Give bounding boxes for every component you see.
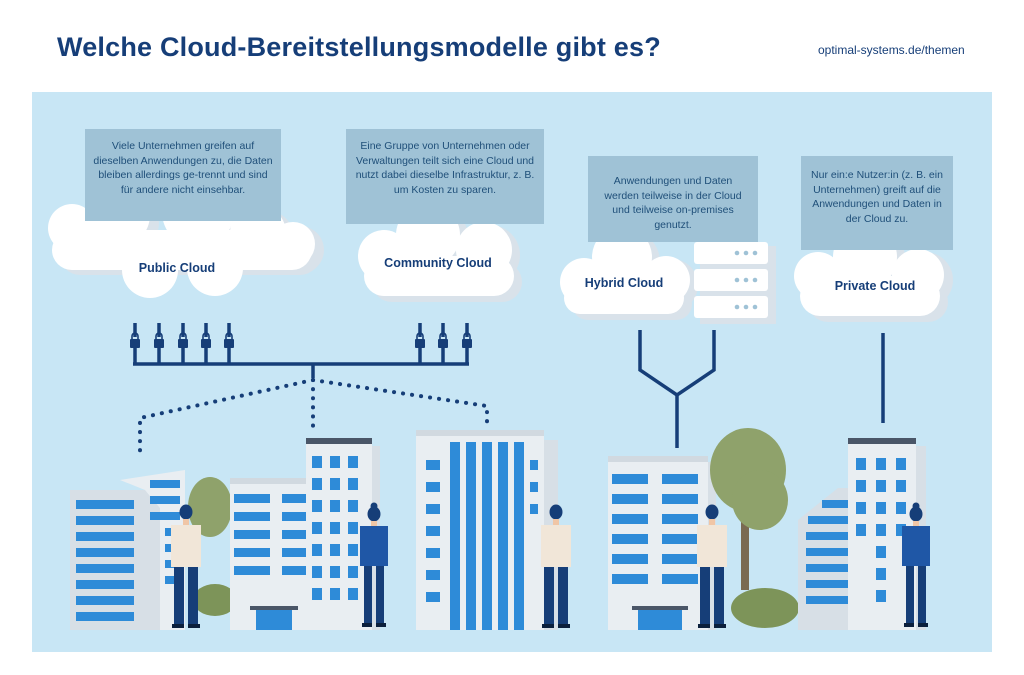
server-rack — [694, 242, 776, 324]
info-box-public-cloud: Viele Unternehmen greifen auf dieselben … — [85, 129, 281, 221]
network-lines — [133, 323, 885, 448]
source-url: optimal-systems.de/themen — [818, 43, 965, 57]
cloud-label-private: Private Cloud — [834, 279, 916, 293]
person-woman-1 — [360, 502, 388, 627]
dotted-connections — [138, 378, 489, 457]
cloud-label-public: Public Cloud — [138, 261, 216, 275]
building-center — [416, 430, 558, 630]
tree-right — [710, 428, 799, 628]
person-woman-2 — [902, 502, 930, 627]
person-man-1 — [171, 504, 201, 628]
cloud-label-community: Community Cloud — [384, 256, 492, 270]
page-title: Welche Cloud-Bereitstellungsmodelle gibt… — [57, 32, 661, 62]
info-box-community-cloud: Eine Gruppe von Unternehmen oder Verwalt… — [346, 129, 544, 224]
person-man-2 — [541, 504, 571, 628]
person-man-3 — [697, 504, 727, 628]
info-box-hybrid-cloud: Anwendungen und Daten werden teilweise i… — [588, 156, 758, 242]
hybrid-cloud-shape — [560, 227, 698, 320]
tree-left — [188, 477, 237, 616]
cloud-label-hybrid: Hybrid Cloud — [584, 276, 664, 290]
building-left-slanted — [70, 470, 185, 630]
info-box-private-cloud: Nur ein:e Nutzer:in (z. B. ein Unternehm… — [801, 156, 953, 250]
